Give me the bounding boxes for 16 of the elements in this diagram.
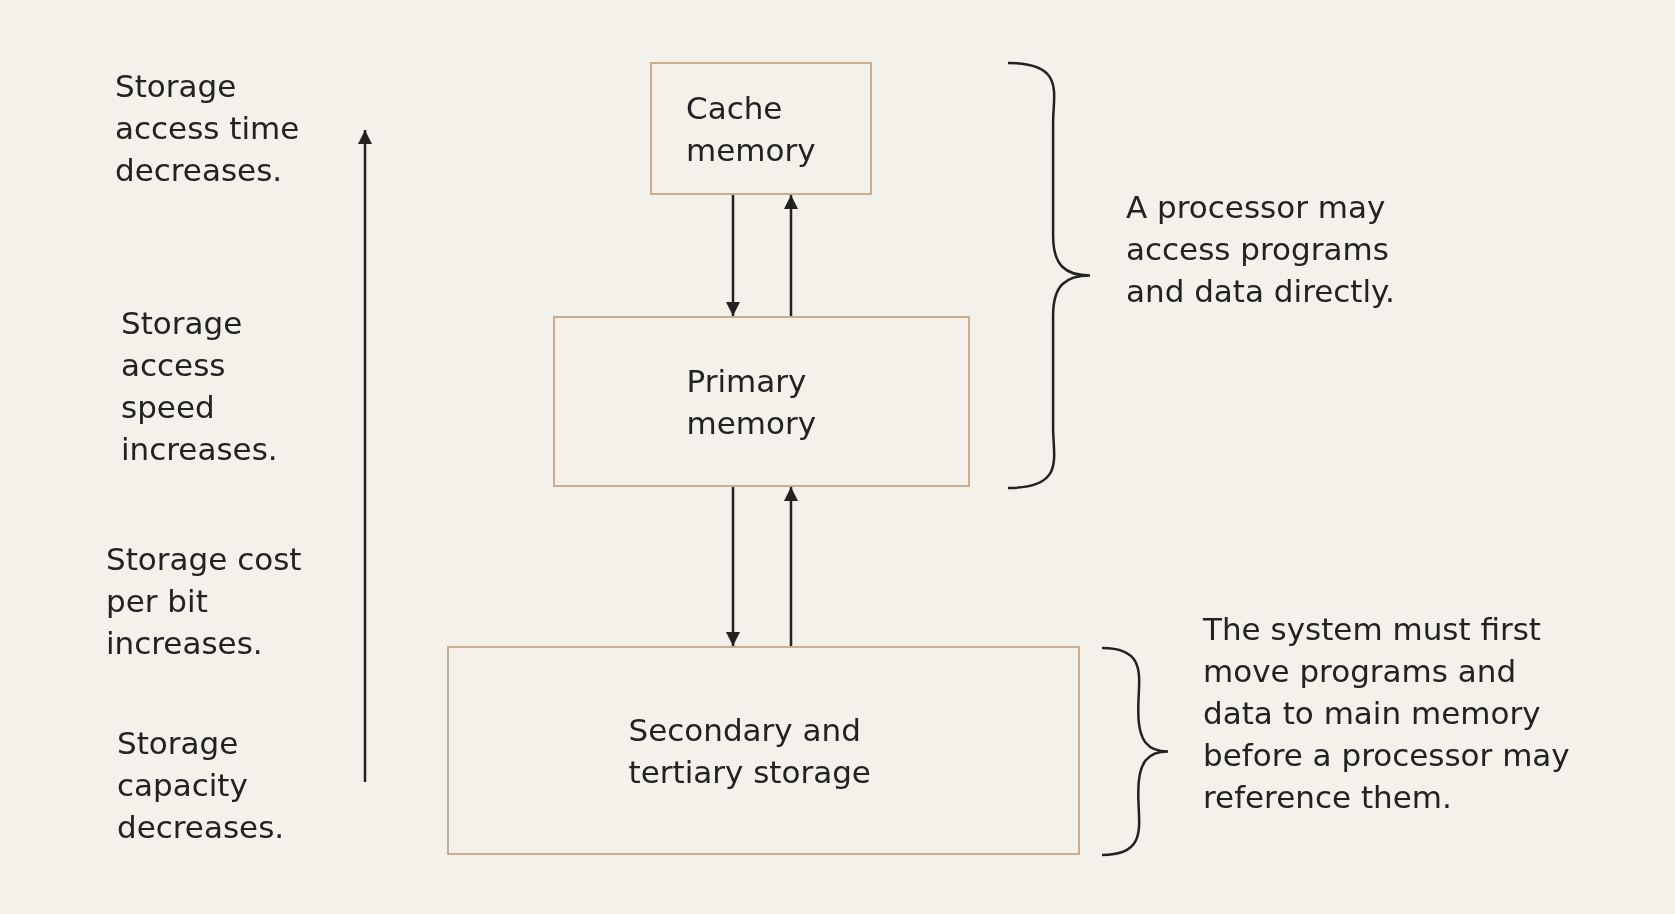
arrow (726, 487, 740, 646)
note-text: Storage access time decreases. (115, 67, 301, 190)
memory-box (553, 316, 970, 487)
storage-box (447, 646, 1080, 855)
note-text: The system must first move programs and data to main memory before a processor may reference them. (1203, 610, 1571, 817)
memory-box (650, 62, 872, 195)
arrow (784, 195, 798, 316)
note-text: A processor may access programs and data directly. (1126, 188, 1396, 311)
note-text: Storage cost per bit increases. (106, 540, 303, 663)
note-text: Storage access speed increases. (121, 304, 279, 469)
node-label: Secondary and tertiary storage (628, 710, 872, 792)
note-text: Storage capacity decreases. (117, 724, 286, 847)
node-label: Primary memory (686, 361, 818, 443)
node-label: Cache memory (686, 88, 817, 170)
arrow (726, 195, 740, 316)
arrow (784, 487, 798, 646)
